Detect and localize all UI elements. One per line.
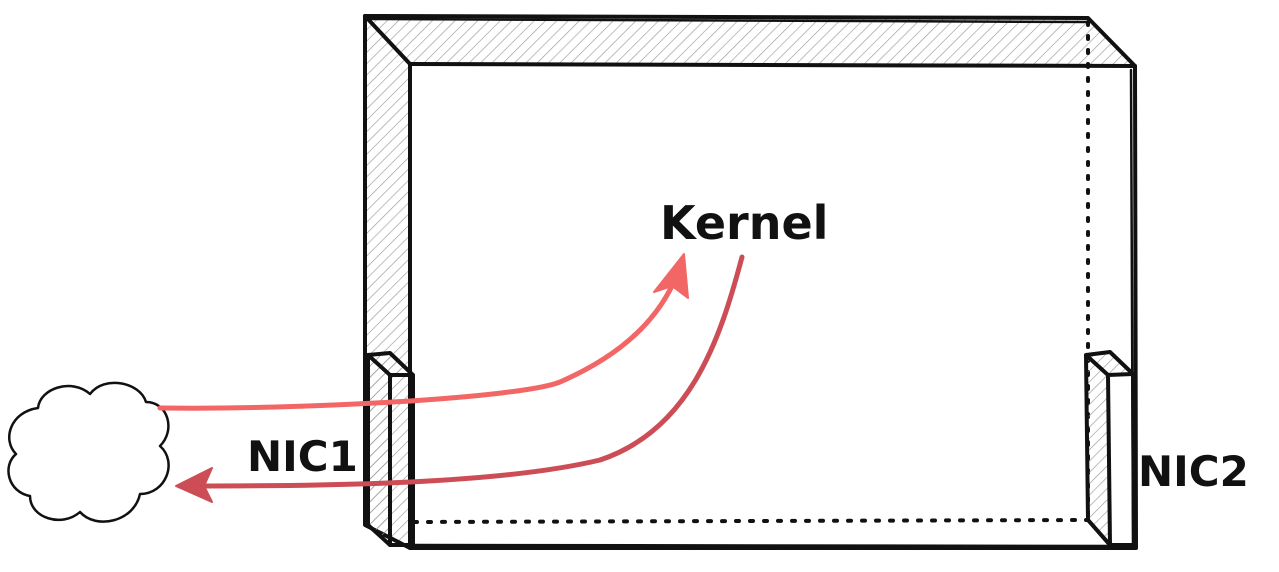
outbound-arrow	[175, 254, 745, 503]
outbound-arrow-line	[192, 254, 745, 489]
nic2-card	[1084, 350, 1136, 547]
nic1-label: NIC1	[247, 432, 358, 481]
nic2-top-face	[1086, 352, 1133, 375]
nic2-outline	[1084, 350, 1136, 547]
server-outline	[363, 14, 1138, 550]
server-top-face	[365, 16, 1135, 66]
outbound-arrow-head	[175, 467, 213, 503]
server-hidden-edge-bottom	[412, 518, 1090, 524]
inbound-arrow-head	[653, 253, 689, 299]
nic1-outline	[366, 351, 415, 547]
kernel-label: Kernel	[660, 196, 828, 250]
nic2-label: NIC2	[1138, 447, 1249, 496]
nic2-side-face	[1086, 355, 1110, 545]
server-bevel-edge	[363, 14, 412, 66]
inbound-arrow	[157, 253, 689, 411]
server-box	[363, 14, 1138, 550]
inbound-arrow-line	[157, 269, 681, 411]
server-front-top-edge	[408, 62, 1137, 68]
server-outline-sketch	[368, 17, 1135, 548]
nic1-top-face	[368, 353, 413, 375]
cloud-icon	[7, 381, 170, 523]
nic1-side-face	[368, 355, 390, 545]
